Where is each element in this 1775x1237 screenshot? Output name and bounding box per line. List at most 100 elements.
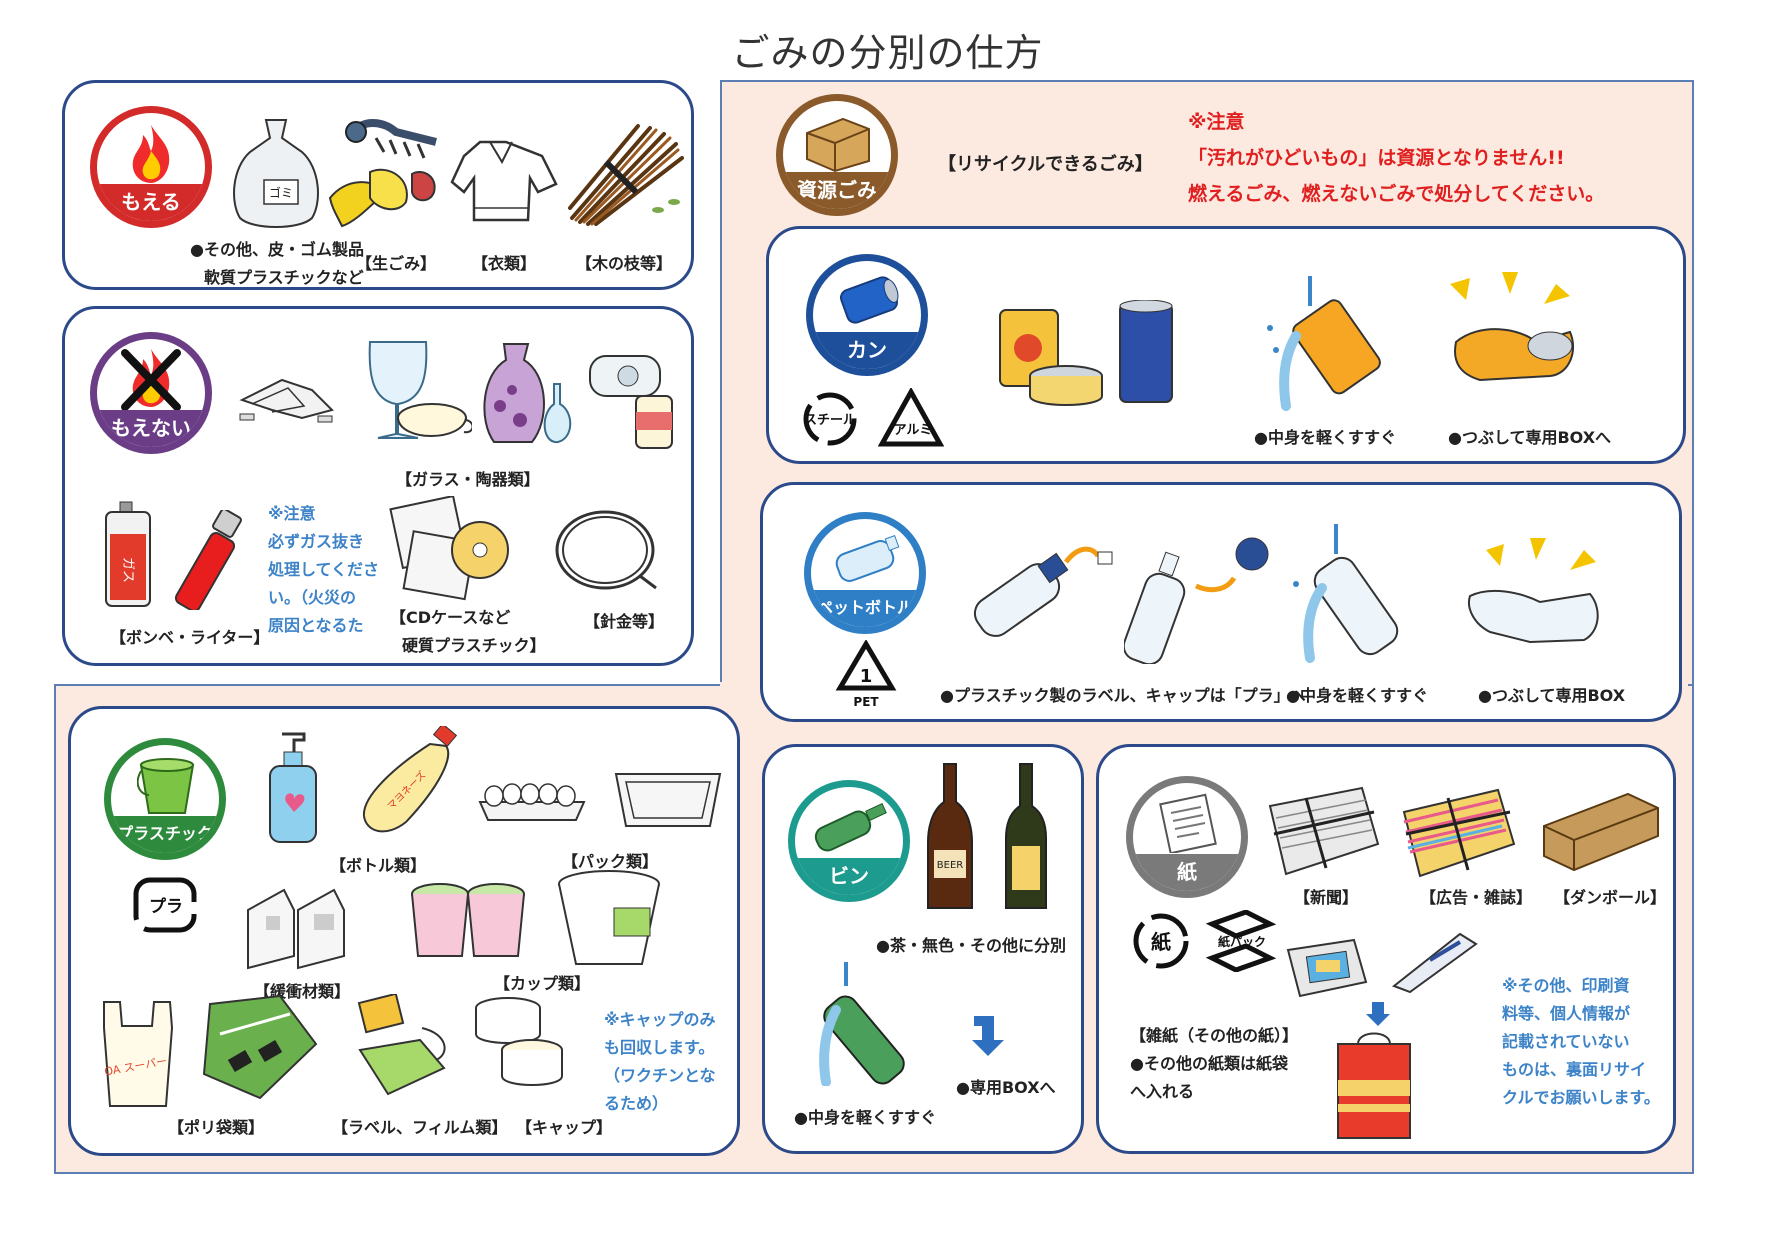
plastic-cap-label: 【キャップ】 <box>516 1118 613 1137</box>
gas-note-4: い。（火災の <box>268 588 357 607</box>
bottle-and-jar-icon <box>586 352 676 452</box>
burnable-badge: もえる <box>90 106 212 228</box>
warning-title: ※注意 <box>1188 111 1245 133</box>
misc-paper-box-icon <box>1284 936 1370 1000</box>
rinse-bottle-icon <box>800 962 924 1086</box>
snack-package-icon <box>200 994 320 1102</box>
paper-pack-mark: 紙パック <box>1206 910 1276 972</box>
pet-badge-label: ペットボトル <box>811 590 919 627</box>
gas-can-text: ガス <box>120 557 135 583</box>
lighter-icon <box>168 510 258 610</box>
can-icon <box>837 273 901 331</box>
cup-noodle-icon <box>554 868 664 968</box>
glass-ceramics-label: 【ガラス・陶器類】 <box>396 470 540 489</box>
plastic-bag-icon: OA スーパー <box>100 998 176 1112</box>
branches-icon <box>566 122 686 226</box>
page-title: ごみの分別の仕方 <box>731 31 1044 75</box>
paper-cardboard-label: 【ダンボール】 <box>1554 888 1667 907</box>
paper-note-1: ※その他、印刷資 <box>1502 976 1630 995</box>
beer-label-text: BEER <box>937 860 963 871</box>
mayonnaise-bottle-icon: マヨネーズ <box>356 726 468 838</box>
envelope-icon <box>1390 930 1480 994</box>
plastic-bottle-label: 【ボトル類】 <box>330 856 427 875</box>
paper-note-2: 料等、個人情報が <box>1502 1004 1631 1023</box>
recyclable-label: 【リサイクルできるごみ】 <box>938 154 1153 175</box>
plastic-polybag-label: 【ポリ袋類】 <box>168 1118 265 1137</box>
wire-coil-icon <box>550 506 660 596</box>
can-crush-label: ●つぶして専用BOXへ <box>1448 428 1612 447</box>
burnable-item-clothes: 【衣類】 <box>472 254 537 273</box>
cap-note-2: も回収します。 <box>604 1038 715 1057</box>
bag-label-text: ゴミ <box>269 185 293 200</box>
paper-misc-title: 【雑紙（その他の紙）】 <box>1130 1026 1299 1045</box>
remove-cap-icon <box>962 540 1122 660</box>
cap-note-4: るため） <box>604 1094 669 1113</box>
recyclable-badge-label: 資源ごみ <box>783 172 891 209</box>
remove-label-icon <box>1124 534 1274 664</box>
pet-badge: ペットボトル <box>804 512 926 634</box>
food-cans-icon <box>996 300 1178 412</box>
paper-sheet-icon <box>1155 793 1221 855</box>
food-tray-icon <box>612 764 724 834</box>
bin-badge-label: ビン <box>795 858 903 895</box>
rinse-pet-icon <box>1282 524 1422 664</box>
gas-note-2: 必ずガス抜き <box>268 532 365 551</box>
cap-note-3: （ワクチンとな <box>604 1066 716 1085</box>
pet-mark-text: PET <box>853 695 879 709</box>
burnable-item-other: ●その他、皮・ゴム製品 <box>190 240 364 259</box>
paper-misc-line-2: へ入れる <box>1130 1082 1195 1101</box>
steel-mark-text: スチール <box>804 413 856 428</box>
cardboard-icon <box>1540 790 1662 874</box>
arrow-down-icon <box>968 1010 1012 1060</box>
paper-badge: 紙 <box>1126 776 1248 898</box>
paper-badge-label: 紙 <box>1133 854 1241 891</box>
kami-mark-text: 紙 <box>1151 930 1171 954</box>
plastic-badge: プラスチック <box>104 738 226 860</box>
garbage-bag-icon: ゴミ <box>230 118 322 230</box>
newspaper-bundle-icon <box>1266 784 1382 878</box>
cap-note-1: ※キャップのみ <box>604 1010 716 1029</box>
pump-bottle-icon <box>262 732 322 844</box>
clothes-icon <box>450 138 560 228</box>
gas-note-3: 処理してくださ <box>268 560 380 579</box>
arrow-down-paper-icon <box>1364 1000 1392 1028</box>
bin-sort-label: ●茶・無色・その他に分別 <box>876 936 1066 955</box>
beer-bottle-icon: BEER <box>924 762 976 912</box>
yogurt-cups-icon <box>406 880 530 962</box>
no-fire-icon <box>119 345 183 413</box>
vase-icon <box>476 340 576 450</box>
gas-can-icon: ガス <box>100 500 156 610</box>
bin-box-label: ●専用BOXへ <box>956 1078 1056 1097</box>
food-waste-icon <box>326 118 446 228</box>
paper-misc-line-1: ●その他の紙類は紙袋 <box>1130 1054 1288 1073</box>
paper-note-4: ものは、裏面リサイ <box>1502 1060 1647 1079</box>
plastic-cup-label: 【カップ類】 <box>494 974 591 993</box>
pla-mark-text: プラ <box>149 896 183 917</box>
rinse-can-icon <box>1256 276 1390 412</box>
burnable-item-soft-plastic: 軟質プラスチックなど <box>204 268 364 287</box>
cardboard-box-icon <box>803 113 873 173</box>
bottle-caps-icon <box>472 994 566 1090</box>
pet-rinse-label: ●中身を軽くすすぐ <box>1286 686 1428 705</box>
nonburnable-badge-label: もえない <box>97 410 205 447</box>
plastic-pack-label: 【パック類】 <box>562 852 659 871</box>
paper-recycle-mark: 紙 <box>1130 910 1192 972</box>
wire-label: 【針金等】 <box>584 612 665 631</box>
egg-carton-icon <box>476 774 588 824</box>
plastic-recycle-mark: プラ <box>130 874 200 936</box>
can-rinse-label: ●中身を軽くすすぐ <box>1254 428 1396 447</box>
cd-case-label-2: 硬質プラスチック】 <box>402 636 546 655</box>
can-badge: カン <box>806 254 928 376</box>
burnable-item-branches: 【木の枝等】 <box>576 254 673 273</box>
crushed-can-icon <box>1440 270 1584 398</box>
bin-rinse-label: ●中身を軽くすすぐ <box>794 1108 936 1127</box>
plastic-label-film-label: 【ラベル、フィルム類】 <box>332 1118 508 1137</box>
paper-bag-icon <box>1334 1028 1414 1140</box>
burnable-item-food-waste: 【生ごみ】 <box>356 254 437 273</box>
recyclable-badge: 資源ごみ <box>776 94 898 216</box>
alumi-mark-text: アルミ <box>894 423 933 438</box>
fire-icon <box>119 121 183 185</box>
kamipack-mark-text: 紙パック <box>1218 934 1266 949</box>
gas-note-5: 原因となるた <box>268 616 364 635</box>
